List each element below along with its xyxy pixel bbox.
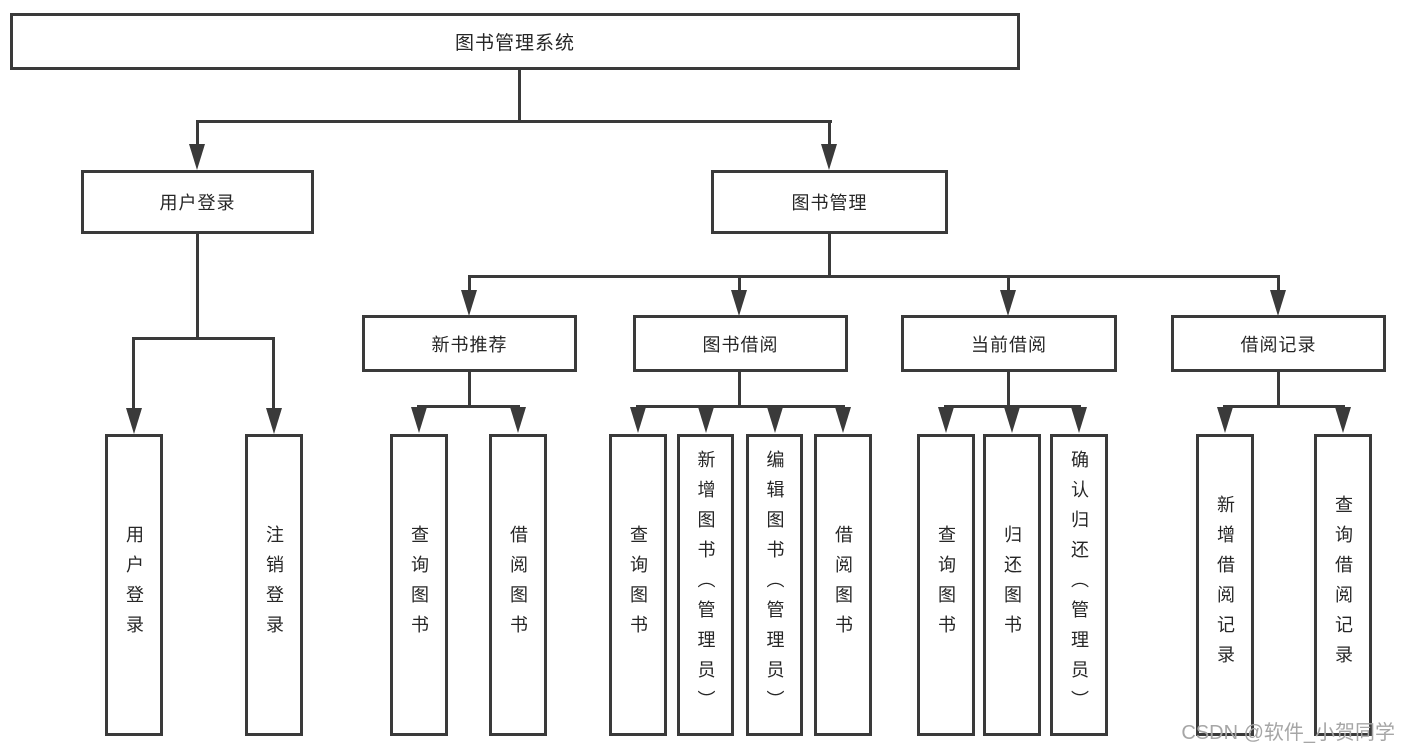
connector-l3-rail [944, 405, 1081, 408]
leaf-query-books-borrowing-label: 查询图书 [628, 525, 648, 645]
connector-l3-drop [738, 275, 741, 293]
leaf-user-login: 用户登录 [105, 434, 163, 736]
connector-l3-rail [1223, 405, 1345, 408]
connector-l3-drop [1007, 275, 1010, 293]
node-book-borrowing-label: 图书借阅 [702, 334, 779, 355]
arrow-down-icon [189, 144, 205, 170]
leaf-borrow-books-borrowing-label: 借阅图书 [833, 525, 853, 645]
connector-user-login-stem [196, 234, 199, 337]
arrow-down-icon [1000, 290, 1016, 316]
connector-l3-stem [1007, 372, 1010, 407]
leaf-return-books: 归还图书 [983, 434, 1041, 736]
leaf-add-books-admin: 新增图书（管理员） [677, 434, 734, 736]
leaf-confirm-return-admin-label: 确认归还（管理员） [1069, 450, 1089, 720]
connector-l3-rail [417, 405, 520, 408]
leaf-query-books-current: 查询图书 [917, 434, 975, 736]
node-book-borrowing: 图书借阅 [633, 315, 848, 372]
watermark-text: CSDN @软件_小贺同学 [1181, 722, 1395, 744]
leaf-confirm-return-admin: 确认归还（管理员） [1050, 434, 1108, 736]
node-user-login-label: 用户登录 [159, 193, 236, 213]
arrow-down-icon [266, 408, 282, 434]
connector-user-login-drop [196, 120, 199, 150]
connector-book-mgmt-stem [828, 234, 831, 277]
arrow-down-icon [835, 407, 851, 433]
leaf-borrow-books-recommend: 借阅图书 [489, 434, 547, 736]
connector-root-rail [196, 120, 832, 123]
node-borrowing-records: 借阅记录 [1171, 315, 1386, 372]
arrow-down-icon [938, 407, 954, 433]
leaf-logout: 注销登录 [245, 434, 303, 736]
node-current-borrowing-label: 当前借阅 [971, 334, 1047, 355]
node-new-book-recommend: 新书推荐 [362, 315, 577, 372]
leaf-add-books-admin-label: 新增图书（管理员） [695, 450, 716, 720]
arrow-down-icon [1270, 290, 1286, 316]
leaf-return-books-label: 归还图书 [1002, 525, 1022, 645]
leaf-query-borrow-record: 查询借阅记录 [1314, 434, 1372, 736]
leaf-borrow-books-borrowing: 借阅图书 [814, 434, 872, 736]
connector-book-mgmt-drop [828, 120, 831, 150]
leaf-add-borrow-record-label: 新增借阅记录 [1215, 495, 1235, 675]
arrow-down-icon [1335, 407, 1351, 433]
arrow-down-icon [767, 407, 783, 433]
leaf-query-books-current-label: 查询图书 [936, 525, 956, 645]
connector-l3-stem [738, 372, 741, 407]
leaf-edit-books-admin-label: 编辑图书（管理员） [764, 450, 785, 720]
arrow-down-icon [461, 290, 477, 316]
arrow-down-icon [1217, 407, 1233, 433]
arrow-down-icon [731, 290, 747, 316]
arrow-down-icon [510, 407, 526, 433]
leaf-borrow-books-recommend-label: 借阅图书 [508, 525, 528, 645]
arrow-down-icon [821, 144, 837, 170]
leaf-logout-label: 注销登录 [264, 525, 284, 645]
node-book-management-label: 图书管理 [791, 193, 868, 213]
arrow-down-icon [1004, 407, 1020, 433]
node-current-borrowing: 当前借阅 [901, 315, 1117, 372]
connector-l3-rail [636, 405, 845, 408]
node-new-book-recommend-label: 新书推荐 [431, 334, 508, 355]
connector-book-mgmt-rail [468, 275, 1280, 278]
connector-root-stem [518, 70, 521, 122]
leaf-query-borrow-record-label: 查询借阅记录 [1333, 495, 1353, 675]
connector-leaf-drop [132, 337, 135, 410]
leaf-user-login-label: 用户登录 [124, 525, 144, 645]
leaf-add-borrow-record: 新增借阅记录 [1196, 434, 1254, 736]
arrow-down-icon [411, 407, 427, 433]
leaf-query-books-recommend: 查询图书 [390, 434, 448, 736]
node-borrowing-records-label: 借阅记录 [1240, 334, 1317, 355]
node-user-login: 用户登录 [81, 170, 314, 234]
connector-l3-drop [468, 275, 471, 293]
leaf-query-books-recommend-label: 查询图书 [409, 525, 429, 645]
node-root-label: 图书管理系统 [454, 33, 575, 54]
connector-l3-stem [1277, 372, 1280, 407]
arrow-down-icon [126, 408, 142, 434]
connector-user-login-rail [132, 337, 275, 340]
arrow-down-icon [698, 407, 714, 433]
connector-l3-stem [468, 372, 471, 407]
connector-l3-drop [1277, 275, 1280, 293]
arrow-down-icon [1071, 407, 1087, 433]
node-book-management: 图书管理 [711, 170, 948, 234]
node-root: 图书管理系统 [10, 13, 1020, 70]
connector-leaf-drop [272, 337, 275, 410]
leaf-edit-books-admin: 编辑图书（管理员） [746, 434, 803, 736]
arrow-down-icon [630, 407, 646, 433]
leaf-query-books-borrowing: 查询图书 [609, 434, 667, 736]
